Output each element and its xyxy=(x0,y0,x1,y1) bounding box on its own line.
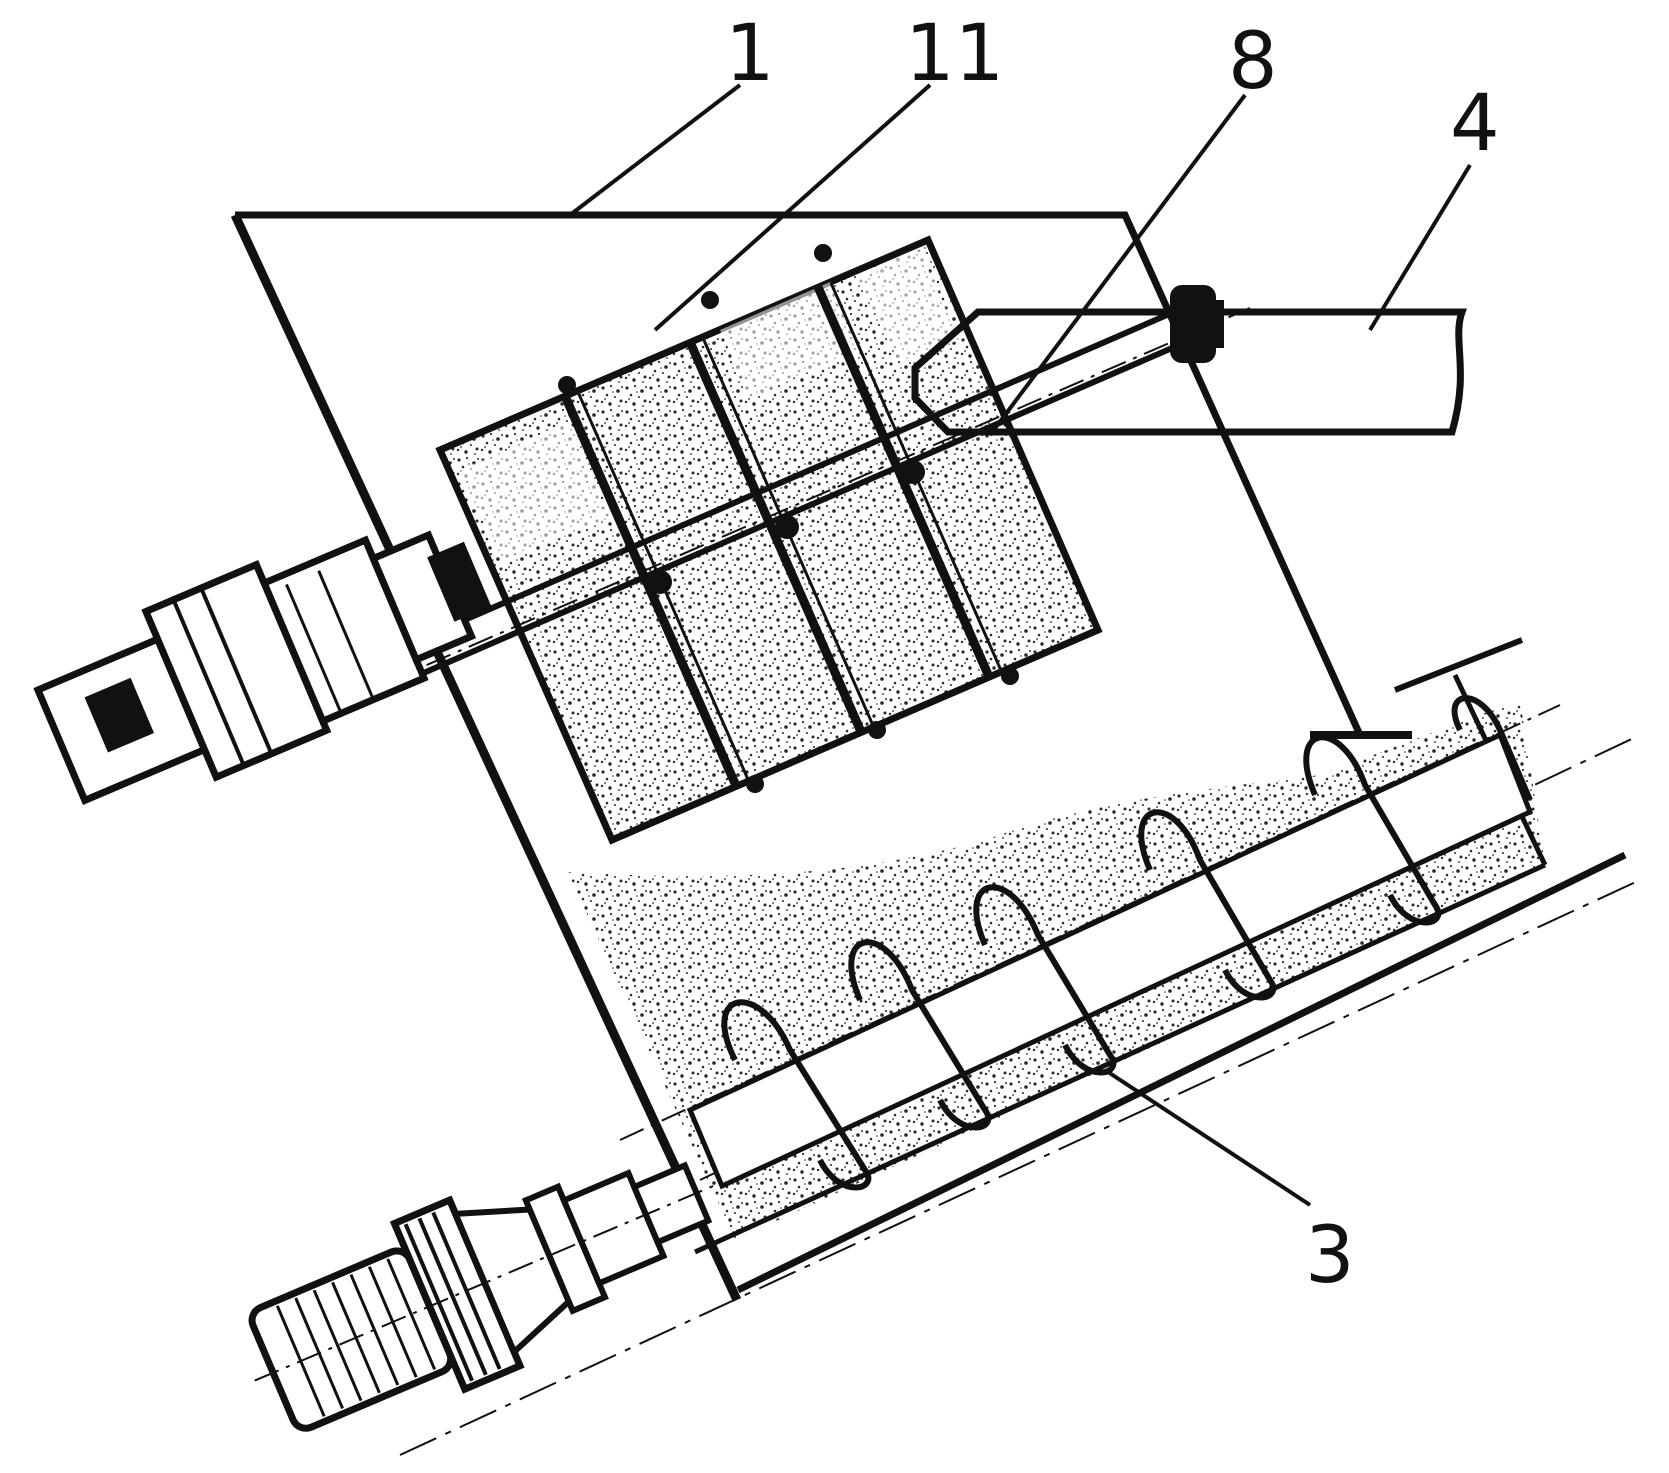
label-frame: 1 xyxy=(725,9,775,99)
upper-drive xyxy=(33,530,492,805)
outlet-pipe xyxy=(911,308,1467,436)
main-shaft xyxy=(299,244,1251,793)
drum-dividers xyxy=(560,282,1005,790)
label-outlet: 4 xyxy=(1450,79,1500,169)
lower-drive xyxy=(248,1161,716,1432)
leader-lines xyxy=(568,83,1472,1207)
part-labels: 1 11 8 4 3 xyxy=(725,9,1500,1301)
label-screw: 3 xyxy=(1305,1211,1355,1301)
upper-bearing xyxy=(1170,285,1224,363)
screw-conveyor xyxy=(619,695,1561,1191)
screw-flights xyxy=(721,695,1533,1191)
screw-trough xyxy=(399,637,1641,1456)
label-shaft: 8 xyxy=(1228,17,1278,107)
drum xyxy=(435,235,1103,845)
label-divider: 11 xyxy=(905,9,1004,99)
